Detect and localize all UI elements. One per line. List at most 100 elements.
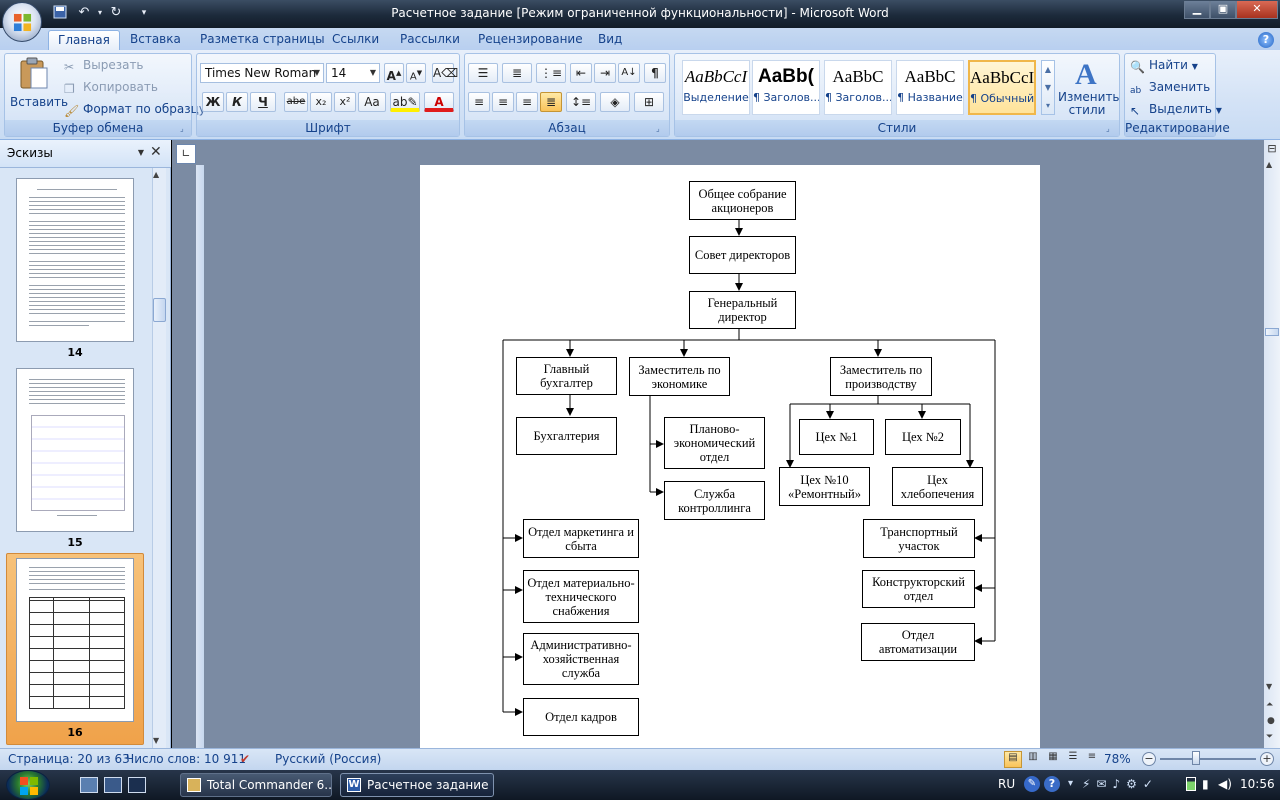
thumbnail-page-14[interactable]	[16, 178, 134, 342]
network-icon[interactable]: ▮	[1202, 777, 1209, 791]
volume-icon[interactable]: ◀)	[1218, 777, 1232, 791]
clear-format-button[interactable]: A⌫	[432, 63, 458, 83]
justify-button[interactable]: ≣	[540, 92, 562, 112]
zoom-level[interactable]: 78%	[1104, 752, 1131, 766]
scroll-up-icon[interactable]: ▲	[1266, 160, 1273, 169]
undo-icon[interactable]: ↶	[78, 5, 90, 20]
line-spacing-button[interactable]: ↕≡	[566, 92, 596, 112]
show-desktop-icon[interactable]	[80, 777, 98, 793]
language-bar-icon[interactable]: ✎	[1024, 776, 1040, 792]
sort-button[interactable]: A↓	[618, 63, 640, 83]
bold-button[interactable]: Ж	[202, 92, 224, 112]
scroll-thumb[interactable]	[1265, 328, 1279, 336]
tray-expand-icon[interactable]: ▾	[1068, 778, 1074, 789]
scroll-down-icon[interactable]: ▼	[1266, 682, 1273, 691]
tab-references[interactable]: Ссылки	[332, 32, 380, 46]
cut-button[interactable]: ✂Вырезать	[64, 58, 144, 74]
font-name-select[interactable]: Times New Roman▼	[200, 63, 324, 83]
shrink-font-button[interactable]: A▼	[406, 63, 426, 83]
language[interactable]: Русский (Россия)	[275, 752, 382, 766]
zoom-slider[interactable]	[1160, 758, 1256, 760]
tab-home[interactable]: Главная	[48, 30, 120, 50]
next-page-icon[interactable]: ⏷	[1266, 732, 1274, 742]
proofing-icon[interactable]: ✔	[240, 752, 251, 766]
clock[interactable]: 10:56	[1240, 777, 1275, 791]
input-language[interactable]: RU	[998, 777, 1016, 791]
tray-icons[interactable]: ⚡✉♪⚙✓	[1082, 777, 1159, 791]
help-icon[interactable]: ?	[1258, 32, 1274, 48]
show-marks-button[interactable]: ¶	[644, 63, 666, 83]
superscript-button[interactable]: x²	[334, 92, 356, 112]
page-count[interactable]: Страница: 20 из 63	[8, 752, 130, 766]
scroll-thumb[interactable]	[153, 298, 166, 322]
font-size-select[interactable]: 14▼	[326, 63, 380, 83]
thumbnails-view-select[interactable]: Эскизы▼	[3, 144, 147, 164]
web-layout-icon[interactable]: ▦	[1048, 751, 1058, 762]
tab-mailings[interactable]: Рассылки	[400, 32, 460, 46]
numbering-button[interactable]: ≣	[502, 63, 532, 83]
start-button[interactable]	[6, 770, 50, 800]
grow-font-button[interactable]: A▲	[384, 63, 404, 83]
thumbnail-page-15[interactable]	[16, 368, 134, 532]
style-title[interactable]: AaBbC¶ Название	[896, 60, 964, 115]
format-painter-button[interactable]: 🖌Формат по образцу	[64, 102, 206, 118]
tab-insert[interactable]: Вставка	[130, 32, 181, 46]
style-normal[interactable]: AaBbCcI¶ Обычный	[968, 60, 1036, 115]
thumbnails-scrollbar[interactable]	[152, 168, 166, 748]
help-icon[interactable]: ?	[1044, 776, 1060, 792]
undo-dropdown-icon[interactable]: ▾	[97, 8, 102, 17]
change-styles-button[interactable]: A Изменить стили	[1058, 58, 1120, 117]
italic-button[interactable]: К	[226, 92, 248, 112]
tab-review[interactable]: Рецензирование	[478, 32, 583, 46]
decrease-indent-button[interactable]: ⇤	[570, 63, 592, 83]
quick-launch-icon[interactable]	[128, 777, 146, 793]
task-total-commander[interactable]: Total Commander 6....	[180, 773, 332, 797]
align-center-button[interactable]: ≡	[492, 92, 514, 112]
save-icon[interactable]	[52, 5, 68, 21]
paragraph-launcher-icon[interactable]: ⌟	[656, 124, 660, 133]
switch-windows-icon[interactable]	[104, 777, 122, 793]
subscript-button[interactable]: x₂	[310, 92, 332, 112]
redo-icon[interactable]: ↻	[110, 5, 122, 20]
strikethrough-button[interactable]: abe	[284, 92, 308, 112]
thumbnail-page-16[interactable]	[16, 558, 134, 722]
style-heading-1[interactable]: AaBb(¶ Заголов...	[752, 60, 820, 115]
tab-view[interactable]: Вид	[598, 32, 623, 46]
close-icon[interactable]: ✕	[150, 144, 162, 160]
paste-button[interactable]: Вставить	[10, 56, 68, 118]
zoom-in-icon[interactable]: +	[1260, 752, 1274, 766]
scroll-up-icon[interactable]: ▲	[153, 170, 160, 179]
outline-icon[interactable]: ☰	[1068, 751, 1078, 762]
minimize-button[interactable]: ▁	[1184, 1, 1210, 19]
full-screen-reading-icon[interactable]: ▥	[1028, 751, 1038, 762]
increase-indent-button[interactable]: ⇥	[594, 63, 616, 83]
clipboard-launcher-icon[interactable]: ⌟	[180, 124, 184, 133]
multilevel-list-button[interactable]: ⋮≡	[536, 63, 566, 83]
task-word[interactable]: W Расчетное задание ...	[340, 773, 494, 797]
styles-scroll[interactable]: ▲▼▾	[1041, 60, 1055, 115]
tab-stop-icon[interactable]: ∟	[176, 144, 196, 164]
align-left-button[interactable]: ≡	[468, 92, 490, 112]
tab-page-layout[interactable]: Разметка страницы	[200, 32, 325, 46]
zoom-out-icon[interactable]: −	[1142, 752, 1156, 766]
shading-button[interactable]: ◈	[600, 92, 630, 112]
document-scrollbar[interactable]: ⊟ ▲ ▼ ⏶ ● ⏷	[1264, 140, 1280, 748]
previous-page-icon[interactable]: ⏶	[1266, 700, 1274, 710]
browse-object-icon[interactable]: ●	[1267, 716, 1275, 726]
select-button[interactable]: ↖Выделить ▼	[1130, 102, 1222, 118]
font-color-button[interactable]: A	[424, 92, 454, 112]
battery-icon[interactable]	[1186, 777, 1196, 791]
style-heading-2[interactable]: AaBbC¶ Заголов...	[824, 60, 892, 115]
word-count[interactable]: Число слов: 10 911	[126, 752, 246, 766]
find-button[interactable]: 🔍Найти ▼	[1130, 58, 1198, 74]
scroll-down-icon[interactable]: ▼	[153, 736, 160, 745]
change-case-button[interactable]: Aa	[358, 92, 386, 112]
copy-button[interactable]: ❐Копировать	[64, 80, 158, 96]
office-button[interactable]	[2, 2, 42, 42]
customize-toolbar-icon[interactable]: ▾	[141, 8, 147, 18]
restore-button[interactable]: ▣	[1210, 1, 1236, 19]
print-layout-icon[interactable]: ▤	[1004, 751, 1022, 768]
ruler-toggle-icon[interactable]: ⊟	[1267, 142, 1277, 155]
